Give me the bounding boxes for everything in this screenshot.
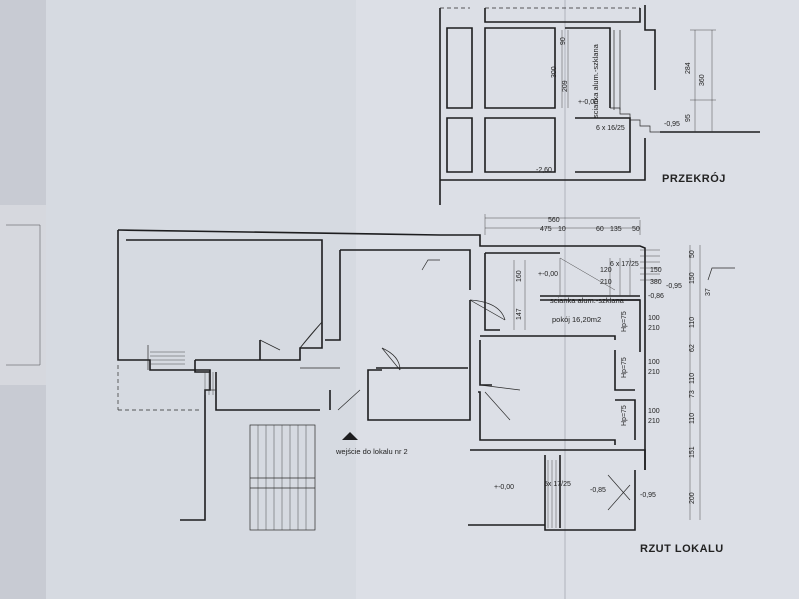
plan-dim-160: 160	[516, 270, 523, 282]
section-stair-note: 6 x 16/25	[596, 125, 625, 132]
plan-title: RZUT LOKALU	[640, 543, 724, 555]
plan-right-dim-151: 151	[689, 446, 696, 458]
paper-shadow	[46, 0, 356, 599]
section-dim-284: 284	[685, 62, 692, 74]
section-dim-95: 95	[685, 114, 692, 122]
door-1-width: 100	[648, 315, 660, 322]
section-drawing	[439, 5, 760, 205]
door-3-tag: Hp=75	[621, 405, 628, 426]
section-level-minus-260: -2,60	[536, 167, 552, 174]
entrance-label: wejście do lokalu nr 2	[335, 447, 408, 456]
plan-stair-top: 6 x 17/25	[610, 261, 639, 268]
plan-level-zero-bottom: +-0,00	[494, 484, 514, 491]
plan-right-dim-37: 37	[705, 288, 712, 296]
door-1-height: 210	[648, 325, 660, 332]
plan-dim-10: 10	[558, 226, 566, 233]
underlying-paper	[0, 205, 50, 385]
entrance-arrow-icon	[342, 432, 358, 440]
section-dim-209: 209	[562, 80, 569, 92]
door-2-width: 100	[648, 359, 660, 366]
plan-right-dim-73: 73	[689, 390, 696, 398]
plan-opening-210: 210	[600, 279, 612, 286]
section-glass-wall-note: scianka alum.-szklana	[591, 43, 600, 118]
section-level-minus-095: -0,95	[664, 121, 680, 128]
plan-dim-135: 135	[610, 226, 622, 233]
plan-right-dim-50: 50	[689, 250, 696, 258]
plan-level-minus-086: -0,86	[648, 293, 664, 300]
plan-level-minus-095-top: -0,95	[666, 283, 682, 290]
plan-dim-475: 475	[540, 226, 552, 233]
plan-opening-120: 120	[600, 267, 612, 274]
plan-dim-147: 147	[516, 308, 523, 320]
door-3-height: 210	[648, 418, 660, 425]
door-3-width: 100	[648, 408, 660, 415]
plan-right-dim-110c: 110	[689, 413, 696, 424]
plan-room-label: pokój 16,20m2	[552, 315, 601, 324]
plan-right-dim-110b: 110	[689, 373, 696, 384]
floor-plan-drawing	[117, 214, 735, 531]
section-level-zero: +-0,00	[578, 99, 598, 106]
plan-level-minus-095-bottom: -0,95	[640, 492, 656, 499]
plan-opening-150: 150	[650, 267, 662, 274]
plan-dim-560: 560	[548, 217, 560, 224]
underlying-paper-lines	[6, 224, 41, 366]
section-title: PRZEKRÓJ	[662, 172, 726, 185]
plan-right-dim-200: 200	[689, 492, 696, 504]
section-dim-300: 300	[551, 66, 558, 78]
plan-dim-50: 50	[632, 226, 640, 233]
plan-dim-60: 60	[596, 226, 604, 233]
plan-stair-bottom: 5x 17/25	[544, 481, 571, 488]
plan-opening-380: 380	[650, 279, 662, 286]
plan-right-dim-110a: 110	[689, 317, 696, 328]
section-dim-90: 90	[560, 37, 567, 45]
door-2-height: 210	[648, 369, 660, 376]
door-1-tag: Hp=75	[621, 311, 628, 332]
section-dim-360: 360	[699, 74, 706, 86]
plan-right-dim-150: 150	[689, 272, 696, 284]
plan-glass-wall-note: scianka alum.-szklana	[550, 296, 625, 305]
plan-right-dim-62: 62	[689, 344, 696, 352]
plan-level-zero-top: +-0,00	[538, 271, 558, 278]
door-2-tag: Hp=75	[621, 357, 628, 378]
plan-level-minus-085: -0,85	[590, 487, 606, 494]
